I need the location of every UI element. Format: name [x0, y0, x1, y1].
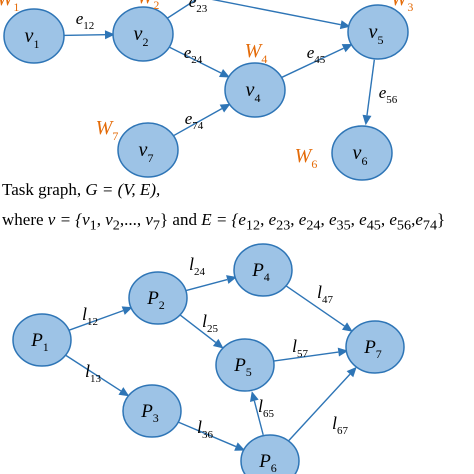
processor-edge-P5-P7	[271, 347, 349, 362]
task-edge-v4-v5	[280, 43, 353, 79]
caption-edge-sub: 23	[276, 217, 291, 234]
caption-edge-sub: 56	[396, 217, 412, 234]
caption-edge-sub: 45	[366, 217, 381, 234]
caption-edge-sub: 24	[306, 217, 321, 234]
processor-edge-label: l36	[197, 417, 214, 441]
processor-node-label: P6	[258, 451, 277, 474]
caption-where: where	[2, 210, 48, 229]
processor-edge-label: l12	[82, 304, 98, 328]
task-node-v4: v4	[224, 62, 286, 118]
task-node-label: v6	[353, 142, 368, 168]
processor-node-P1: P1	[12, 313, 72, 367]
task-weight-label: W2	[137, 0, 160, 12]
task-edge-label: e56	[379, 83, 398, 106]
processor-edge-P2-P5	[178, 313, 224, 349]
processor-node-P3: P3	[122, 384, 182, 438]
task-edge-label: e23	[189, 0, 208, 15]
task-weight-label: W6	[295, 145, 318, 171]
task-graph: e12 e23 e24 e45 e56 e74 v1 v2 v4 v5 v6 v7 W1 W2 W3W4W6…	[0, 0, 414, 181]
task-node-label: v4	[246, 79, 261, 105]
caption-line-1: Task graph, G = (V, E),	[2, 180, 160, 200]
processor-node-label: P1	[30, 330, 49, 354]
processor-edge-label: l57	[292, 336, 309, 360]
caption-vertex-sub-first: 1	[89, 217, 97, 234]
task-node-v1: v1	[3, 8, 65, 64]
caption-edge-sub: 35	[336, 217, 351, 234]
task-edge-v7-v4	[172, 103, 231, 137]
task-edge-label: e74	[185, 109, 204, 132]
task-edge-v5-v6	[362, 59, 376, 126]
caption-and: and	[168, 210, 202, 229]
task-node-label: v2	[134, 23, 149, 49]
task-node-v2: v2	[112, 6, 174, 62]
task-weight-label: W7	[96, 117, 119, 143]
processor-edge-P3-P6	[176, 420, 246, 451]
task-edge-label: e45	[307, 43, 326, 66]
task-edge-v2-top	[166, 0, 197, 20]
task-edge-top-v5	[211, 0, 351, 30]
processor-node-P6: P6	[240, 434, 300, 474]
task-edge-label: e12	[76, 9, 95, 32]
processor-node-P4: P4	[233, 243, 293, 297]
task-weight-label: W4	[245, 40, 268, 66]
task-node-v5: v5	[347, 4, 409, 60]
caption-prefix: Task graph,	[2, 180, 86, 199]
processor-node-label: P3	[140, 401, 159, 425]
processor-edge-P2-P4	[183, 275, 237, 292]
processor-edge-label: l65	[258, 396, 275, 420]
task-weight-label: W1	[0, 0, 19, 14]
caption-line-2: where v = {v1, v2,..., v7} and E = {e12,…	[2, 210, 446, 234]
processor-edge-P4-P7	[284, 284, 353, 332]
task-edge-label: e24	[184, 43, 203, 66]
processor-node-label: P7	[363, 337, 382, 361]
processor-edge-label: l25	[202, 311, 219, 335]
task-edge-v2-v4	[167, 45, 230, 78]
task-edge-v1-v2	[61, 30, 116, 40]
processor-edge-label: l13	[85, 361, 102, 385]
processor-node-label: P4	[251, 260, 270, 284]
caption-graph-formula: G = (V, E),	[85, 180, 161, 199]
processor-node-label: P2	[146, 288, 165, 312]
processor-edge-label: l24	[189, 254, 206, 278]
caption-vertex-set-start: v = {v	[47, 210, 90, 229]
processor-edge-P6-P7	[287, 366, 357, 442]
caption-vertex-sub-last: 7	[152, 217, 160, 234]
processor-edge-P6-P5	[249, 391, 264, 436]
caption-edge-set-start: E = {e	[201, 210, 246, 229]
processor-edge-label: l67	[332, 413, 349, 437]
processor-edge-P1-P2	[67, 306, 133, 332]
caption-edge-sub: 12	[245, 217, 261, 234]
task-node-label: v1	[25, 25, 40, 51]
task-weight-label: W3	[391, 0, 414, 14]
task-node-v6: v6	[331, 125, 393, 181]
processor-node-label: P5	[233, 355, 252, 379]
processor-edge-P1-P3	[64, 354, 130, 397]
processor-node-P2: P2	[128, 271, 188, 325]
task-node-label: v5	[369, 21, 384, 47]
processor-edge-label: l47	[317, 282, 334, 306]
caption-vertex-sub-second: 2	[112, 217, 120, 234]
processor-node-P5: P5	[215, 338, 275, 392]
task-node-v7: v7	[117, 122, 179, 178]
processor-node-P7: P7	[345, 320, 405, 374]
caption-edge-sub: 74	[422, 217, 438, 234]
task-node-label: v7	[139, 139, 154, 165]
